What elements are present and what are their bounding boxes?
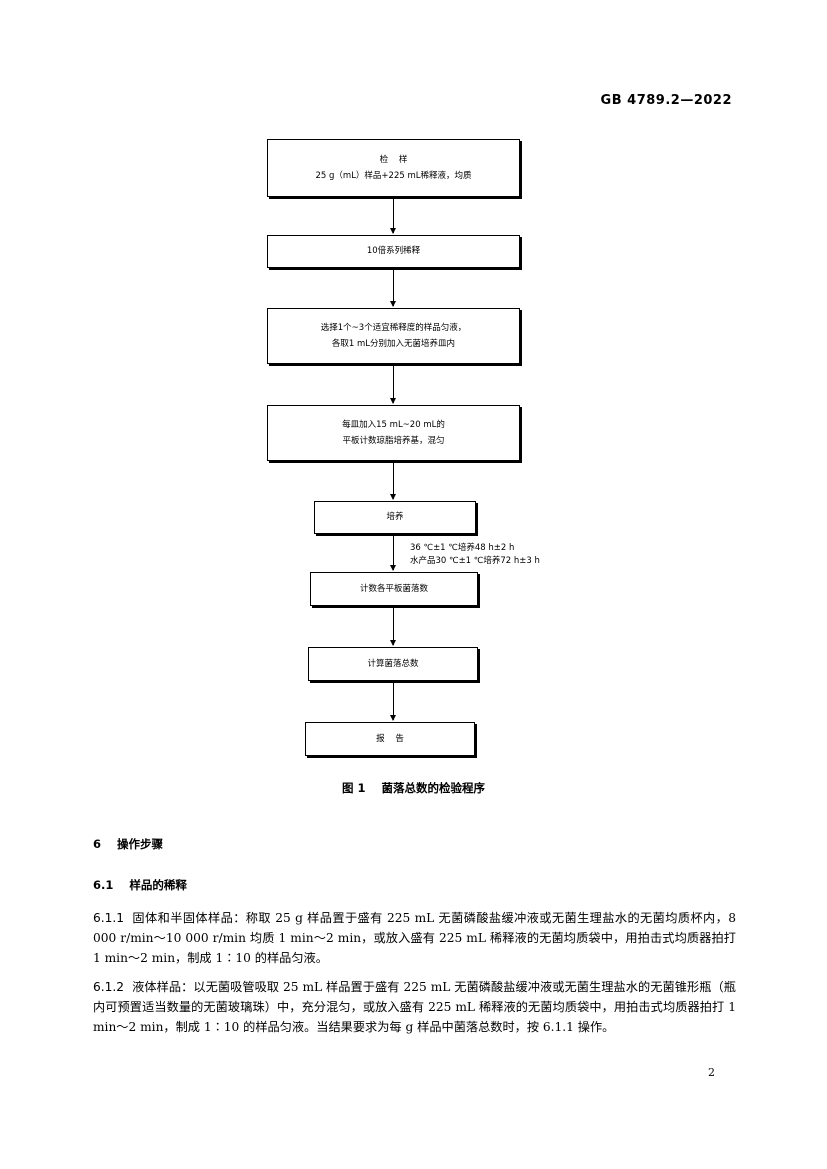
flow-step-incubate: 培养 xyxy=(314,501,476,534)
section-number: 6.1 xyxy=(93,878,114,892)
flow-arrow-1 xyxy=(390,198,396,234)
flow-step-add-agar: 每皿加入15 mL~20 mL的 平板计数琼脂培养基，混匀 xyxy=(267,405,520,461)
section-number: 6 xyxy=(93,837,102,851)
flow-step-count-text: 计数各平板菌落数 xyxy=(359,583,428,594)
flow-arrow-6 xyxy=(390,607,396,646)
flow-step-dilution: 10倍系列稀释 xyxy=(267,235,520,268)
flow-step-select-line1: 选择1个~3个适宜稀释度的样品匀液， xyxy=(320,322,467,333)
flow-arrow-3 xyxy=(390,365,396,404)
flow-arrow-2 xyxy=(390,269,396,307)
flow-step-sample-detail: 25 g（mL）样品+225 mL稀释液，均质 xyxy=(315,171,472,181)
figure-caption: 图 1 菌落总数的检验程序 xyxy=(341,781,486,795)
section-title: 操作步骤 xyxy=(117,837,164,851)
flow-arrow-7 xyxy=(390,682,396,721)
flow-step-report: 报 告 xyxy=(305,722,475,756)
section-6-heading: 6 操作步骤 xyxy=(93,836,163,852)
flow-arrow-5 xyxy=(390,535,396,571)
incubation-conditions: 36 ℃±1 ℃培养48 h±2 h 水产品30 ℃±1 ℃培养72 h±3 h xyxy=(410,542,540,568)
flow-step-agar-line2: 平板计数琼脂培养基，混匀 xyxy=(342,436,445,446)
flow-step-calculate: 计算菌落总数 xyxy=(308,647,478,681)
flow-step-calculate-text: 计算菌落总数 xyxy=(367,658,419,669)
flow-step-incubate-text: 培养 xyxy=(386,512,404,523)
flow-arrow-4 xyxy=(390,462,396,500)
flow-step-sample-title: 检 样 xyxy=(379,154,408,165)
incubation-condition-general: 36 ℃±1 ℃培养48 h±2 h xyxy=(410,543,515,553)
page-number: 2 xyxy=(708,1066,715,1079)
flow-step-sample: 检 样 25 g（mL）样品+225 mL稀释液，均质 xyxy=(267,139,520,197)
flow-step-dilution-text: 10倍系列稀释 xyxy=(366,246,421,257)
section-6-1-heading: 6.1 样品的稀释 xyxy=(93,877,187,893)
flow-step-select-line2: 各取1 mL分别加入无菌培养皿内 xyxy=(331,339,456,349)
paragraph-number: 6.1.1 xyxy=(93,911,125,925)
flow-step-count-plates: 计数各平板菌落数 xyxy=(310,572,478,606)
incubation-condition-aquatic: 水产品30 ℃±1 ℃培养72 h±3 h xyxy=(410,556,540,567)
flow-step-select-dilution: 选择1个~3个适宜稀释度的样品匀液， 各取1 mL分别加入无菌培养皿内 xyxy=(267,308,520,364)
section-title: 样品的稀释 xyxy=(129,878,187,892)
paragraph-text: 固体和半固体样品：称取 25 g 样品置于盛有 225 mL 无菌磷酸盐缓冲液或… xyxy=(93,911,736,965)
paragraph-text: 液体样品：以无菌吸管吸取 25 mL 样品置于盛有 225 mL 无菌磷酸盐缓冲… xyxy=(93,980,736,1034)
flow-step-agar-line1: 每皿加入15 mL~20 mL的 xyxy=(342,419,445,430)
standard-code-header: GB 4789.2—2022 xyxy=(600,93,732,108)
flow-step-report-text: 报 告 xyxy=(376,733,404,744)
paragraph-number: 6.1.2 xyxy=(93,980,125,994)
